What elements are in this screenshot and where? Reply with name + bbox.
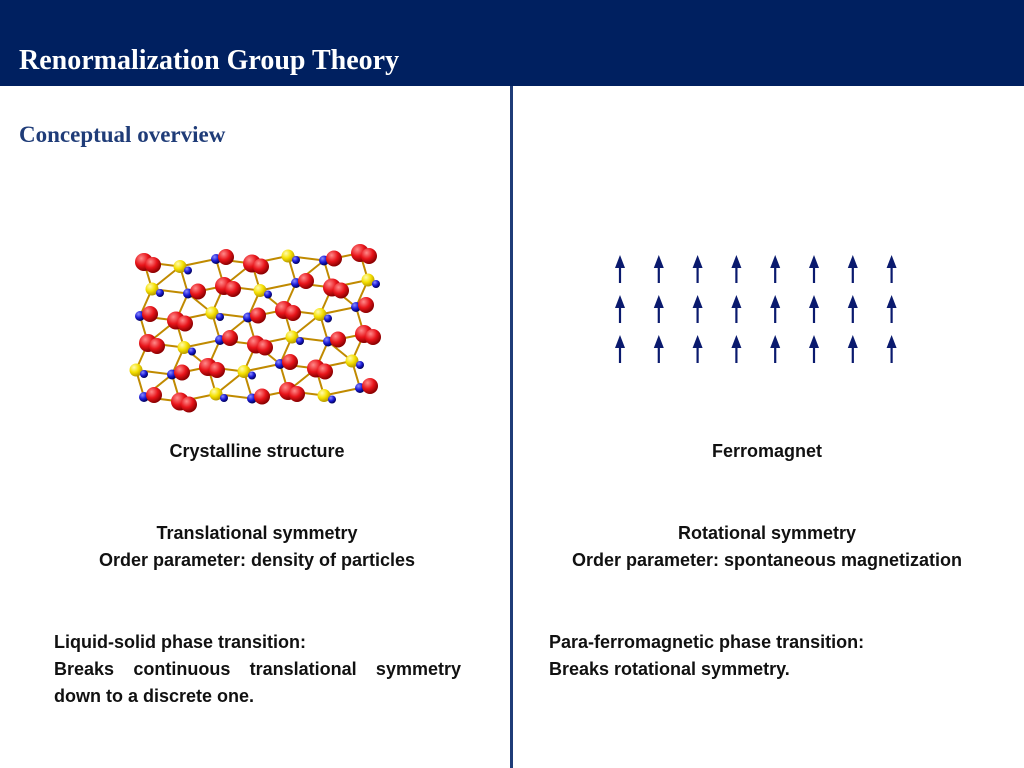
spin-arrow-icon — [847, 335, 858, 363]
aligned-spins-icon — [615, 255, 897, 363]
spin-arrow-icon — [731, 295, 742, 323]
spin-arrow-icon — [809, 255, 819, 283]
slide-title: Renormalization Group Theory — [19, 45, 400, 76]
spin-arrow-icon — [692, 335, 703, 363]
spin-arrow-icon — [731, 255, 742, 283]
left-symmetry: Translational symmetry — [156, 523, 358, 543]
spin-arrow-icon — [731, 335, 742, 363]
section-subtitle: Conceptual overview — [19, 122, 226, 147]
spin-arrow-icon — [615, 295, 625, 323]
spin-arrow-icon — [886, 335, 897, 363]
left-transition-line: Liquid-solid phase transition: — [54, 632, 306, 652]
spin-arrow-icon — [809, 295, 819, 323]
spin-arrow-icon — [770, 255, 781, 283]
lattice-atoms — [129, 244, 381, 413]
spin-arrow-icon — [653, 295, 664, 323]
crystal-lattice-icon — [129, 244, 381, 413]
spin-arrow-icon — [692, 255, 703, 283]
spin-arrow-icon — [770, 335, 781, 363]
spin-arrow-icon — [847, 295, 858, 323]
right-transition-line: Breaks rotational symmetry. — [549, 659, 790, 679]
title-bar: Renormalization Group Theory — [0, 0, 1024, 86]
spin-arrow-icon — [809, 335, 819, 363]
spin-arrow-icon — [653, 255, 664, 283]
spin-arrow-icon — [886, 255, 897, 283]
spin-arrow-icon — [653, 335, 664, 363]
left-transition-line: down to a discrete one. — [54, 686, 255, 706]
right-transition-text: Para-ferromagnetic phase transition: Bre… — [549, 629, 969, 683]
left-transition-line: Breaks continuous translational symmetry — [54, 659, 461, 679]
right-transition-line: Para-ferromagnetic phase transition: — [549, 632, 865, 652]
spin-arrow-icon — [847, 255, 858, 283]
left-order-parameter: Order parameter: density of particles — [98, 550, 416, 570]
spin-arrow-icon — [692, 295, 703, 323]
column-divider — [510, 86, 513, 768]
spin-arrow-icon — [615, 335, 625, 363]
ferromagnet-caption: Ferromagnet — [711, 441, 823, 461]
left-transition-text: Liquid-solid phase transition: Breaks co… — [54, 629, 461, 710]
right-order-parameter: Order parameter: spontaneous magnetizati… — [571, 550, 963, 570]
spin-arrow-icon — [615, 255, 625, 283]
right-symmetry: Rotational symmetry — [677, 523, 857, 543]
crystal-caption: Crystalline structure — [169, 441, 345, 461]
spin-arrow-icon — [770, 295, 781, 323]
spin-arrow-icon — [886, 295, 897, 323]
